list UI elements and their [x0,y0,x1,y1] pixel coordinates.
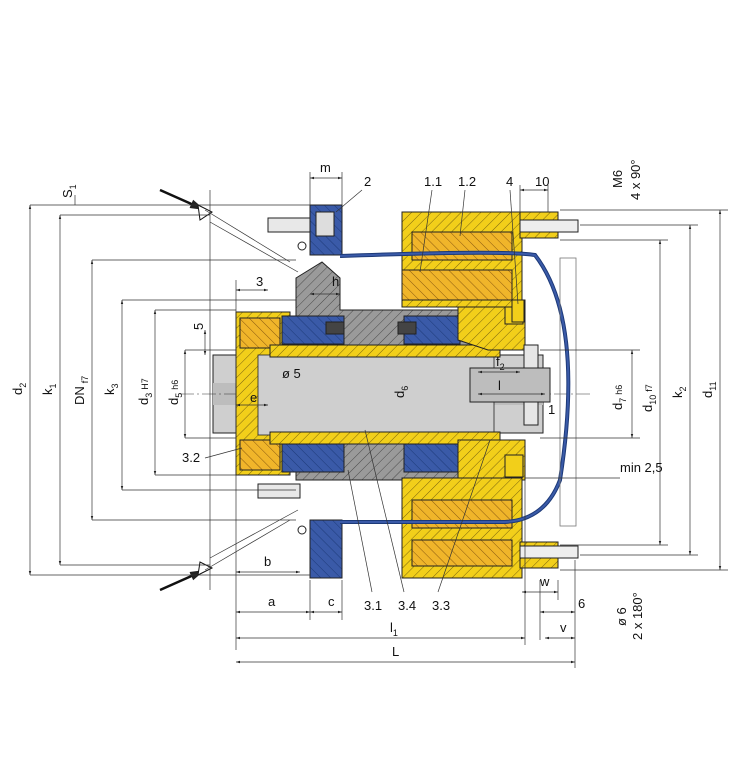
label-c: c [328,594,335,609]
label-e: e [250,390,257,405]
label-dn: DNf7 [72,376,90,405]
cover-plate-2 [309,204,577,579]
label-L: L [392,644,399,659]
label-b: b [264,554,271,569]
flange-3-3 [457,299,551,481]
label-w: w [539,574,550,589]
label-part-3-1: 3.1 [364,598,382,613]
label-d6: d6 [392,386,410,398]
label-k1: k1 [40,383,58,395]
label-d11: d11 [700,381,718,398]
label-f2: f2 [496,354,505,372]
labels: d2 k1 DNf7 k3 d3H7 d5h6 d6 d7h6 d10f7 k2… [10,159,718,659]
label-a: a [268,594,276,609]
bolts [257,217,579,559]
label-10: 10 [535,174,549,189]
label-d2: d2 [10,383,28,395]
dimension-lines-left [28,190,310,650]
label-6: 6 [578,596,585,611]
label-part-3-2: 3.2 [182,450,200,465]
dimension-lines-bottom [74,172,620,668]
label-d3: d3H7 [136,378,154,405]
dimension-lines-right [540,209,728,571]
label-part-3-4: 3.4 [398,598,416,613]
spring-packs [281,315,461,473]
label-dia-5: ø 5 [282,366,301,381]
label-part-4: 4 [506,174,513,189]
label-part-2: 2 [364,174,371,189]
mounting-arrows [159,188,299,592]
label-1: 1 [548,402,555,417]
label-v: v [560,620,567,635]
label-m6-repeat: 4 x 90° [628,159,643,200]
label-3: 3 [256,274,263,289]
leader-lines [204,189,519,593]
label-l-small: l [498,378,501,393]
label-d10: d10f7 [640,384,658,412]
label-d7: d7h6 [610,385,628,410]
label-part-1-1: 1.1 [424,174,442,189]
label-dia-6: ø 6 [614,607,629,626]
label-m6: M6 [610,170,625,188]
label-part-3-3: 3.3 [432,598,450,613]
label-k3: k3 [102,383,120,395]
label-min-2-5: min 2,5 [620,460,663,475]
label-h: h [332,274,339,289]
label-part-1-2: 1.2 [458,174,476,189]
label-k2: k2 [670,386,688,398]
label-d5: d5h6 [166,380,184,405]
label-s1: S1 [60,184,78,198]
label-dia-6-repeat: 2 x 180° [630,592,645,640]
label-5: 5 [191,323,206,330]
label-l1: l1 [390,620,398,638]
label-m: m [320,160,331,175]
